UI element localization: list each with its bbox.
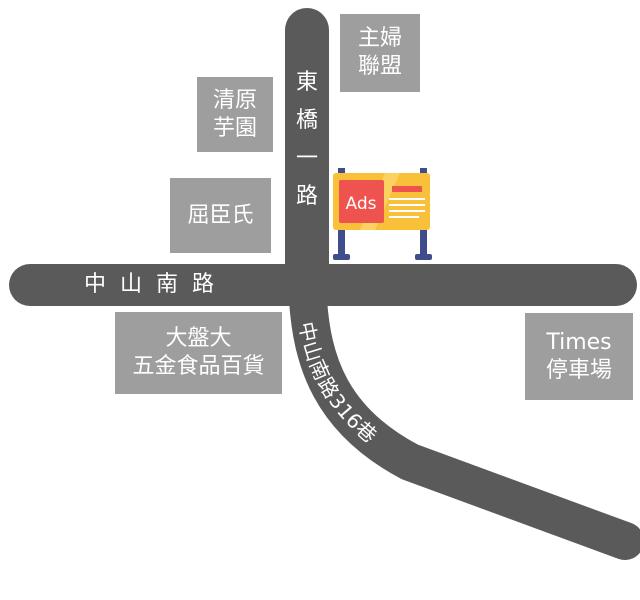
road-label-zhongshan-s: 中山南路 [84, 272, 229, 297]
landmark-times-parking[interactable]: Times 停車場 [525, 313, 633, 400]
road-label-east-bridge-1st: 東 橋 一 路 [287, 64, 327, 216]
landmark-line: 清原 [212, 87, 257, 113]
landmark-line: 主婦 [357, 26, 402, 51]
road-char: 一 [295, 146, 318, 171]
landmark-line: 停車場 [545, 357, 612, 383]
landmark-line: 五金食品百貨 [132, 354, 265, 379]
road-char: 東 [295, 70, 318, 95]
landmark-dapandai-hardware[interactable]: 大盤大 五金食品百貨 [115, 312, 282, 394]
landmark-line: 芋園 [212, 115, 257, 141]
road-char: 路 [295, 184, 318, 209]
landmark-housewives-union[interactable]: 主婦 聯盟 [340, 14, 420, 92]
svg-text:Ads: Ads [346, 194, 377, 214]
landmark-line: 屈臣氏 [187, 202, 254, 228]
landmark-watsons[interactable]: 屈臣氏 [170, 178, 271, 253]
landmark-line: 聯盟 [357, 54, 402, 79]
landmark-line: 大盤大 [165, 326, 232, 351]
road-east-bridge-1st [285, 8, 329, 264]
ads-billboard-icon: Ads [333, 168, 432, 260]
road-zhongshan-s-lane-316 [289, 281, 640, 560]
road-zhongshan-s [9, 264, 637, 306]
landmark-qingyuan-taro[interactable]: 清原 芋園 [197, 77, 273, 152]
landmark-line: Times [546, 329, 612, 355]
road-char: 橋 [295, 108, 318, 133]
